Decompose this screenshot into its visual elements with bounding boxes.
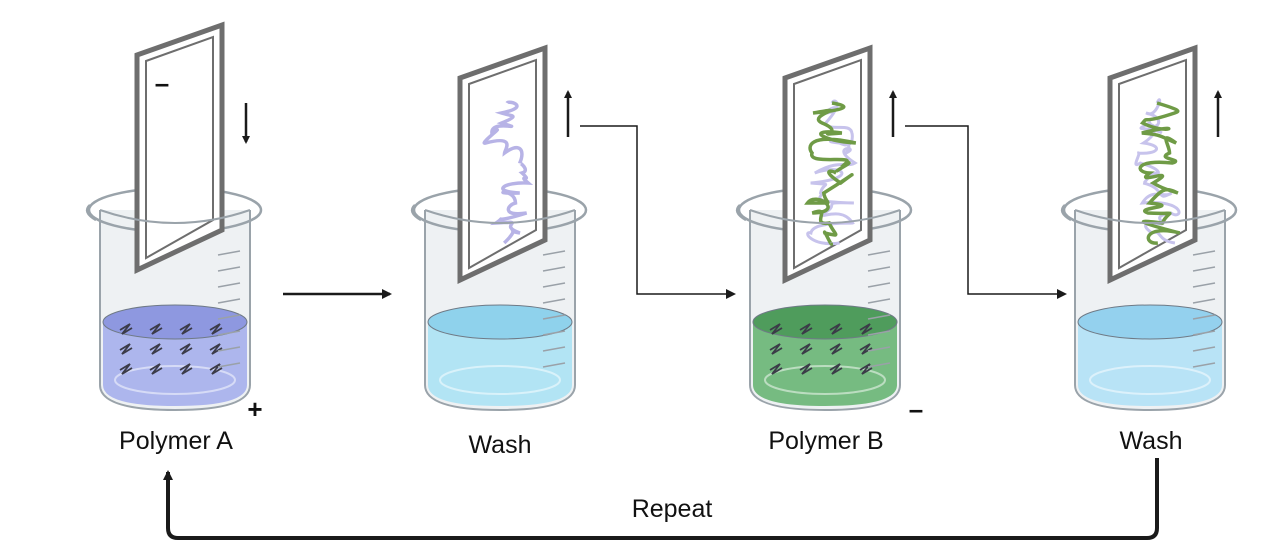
beaker-spout	[1060, 204, 1072, 222]
polymer-strand	[119, 343, 133, 355]
beaker-rim-front	[1074, 209, 1226, 224]
polymer-strand	[859, 343, 873, 355]
label-wash-2: Wash	[1120, 427, 1183, 455]
graduation-mark	[542, 266, 566, 272]
graduation-mark	[1192, 330, 1216, 336]
label-wash-1: Wash	[469, 431, 532, 459]
liquid-highlight	[764, 365, 886, 395]
polymer-strand	[859, 323, 873, 335]
graduation-mark	[542, 250, 566, 256]
beaker-polymer-a	[85, 21, 263, 412]
polymer-strand	[179, 363, 193, 375]
polymer-strand	[799, 323, 813, 335]
polymer-strand	[769, 363, 783, 375]
polymer-strand	[829, 343, 843, 355]
liquid-highlight	[114, 365, 236, 395]
coil-layer	[804, 101, 857, 246]
graduation-mark	[217, 282, 241, 288]
graduation-mark	[1192, 346, 1216, 352]
graduation-mark	[867, 362, 891, 368]
beaker-liquid	[1078, 322, 1222, 406]
polymer-strand	[149, 343, 163, 355]
graduation-mark	[217, 298, 241, 304]
graduation-mark	[867, 282, 891, 288]
polymer-strand	[829, 323, 843, 335]
graduation-mark	[1192, 282, 1216, 288]
polymer-strand	[149, 323, 163, 335]
polymer-strand	[209, 363, 223, 375]
graduation-mark	[217, 330, 241, 336]
liquid-highlight	[1089, 365, 1211, 395]
beaker-wash-1	[410, 44, 588, 412]
beaker-spout	[735, 204, 747, 222]
beaker-liquid	[103, 322, 247, 406]
graduation-mark	[867, 330, 891, 336]
beaker-rim-front	[424, 209, 576, 224]
beaker-rim-front	[749, 209, 901, 224]
graduation-mark	[217, 346, 241, 352]
graduation-mark	[1192, 298, 1216, 304]
liquid-highlight	[439, 365, 561, 395]
liquid-surface	[427, 304, 573, 340]
liquid-surface	[1077, 304, 1223, 340]
graduation-mark	[1192, 266, 1216, 272]
coil-layer	[482, 100, 534, 245]
sign-minus-slide: –	[155, 68, 169, 98]
beaker-rim-front	[99, 209, 251, 224]
polymer-strand	[799, 343, 813, 355]
graduation-mark	[542, 362, 566, 368]
liquid-surface	[752, 304, 898, 340]
polymer-strand	[179, 343, 193, 355]
graduation-mark	[542, 330, 566, 336]
graduation-mark	[1192, 314, 1216, 320]
polymer-strand	[179, 323, 193, 335]
graduation-mark	[867, 346, 891, 352]
repeat-loop-arrow	[163, 458, 1159, 540]
liquid-surface	[102, 304, 248, 340]
polymer-strand	[769, 343, 783, 355]
label-repeat: Repeat	[632, 495, 713, 523]
beaker-wash-2	[1060, 44, 1238, 412]
graduation-mark	[217, 266, 241, 272]
polymer-strand	[209, 343, 223, 355]
graduation-mark	[217, 314, 241, 320]
graduation-mark	[1192, 250, 1216, 256]
sign-minus-beaker-b: –	[909, 394, 923, 424]
graduation-mark	[542, 314, 566, 320]
beaker-spout	[410, 204, 422, 222]
coil-layer-a	[806, 99, 858, 246]
polymer-strand	[209, 323, 223, 335]
arrow-b-to-wash	[905, 125, 1067, 299]
beaker-liquid	[428, 322, 572, 406]
graduation-mark	[867, 298, 891, 304]
polymer-strand	[799, 363, 813, 375]
graduation-mark	[217, 250, 241, 256]
polymer-strand	[769, 323, 783, 335]
graduation-mark	[542, 298, 566, 304]
beaker-spout	[85, 204, 97, 222]
coil-layer	[1138, 101, 1181, 245]
arrow-wash-to-b	[580, 125, 736, 299]
polymer-strand	[859, 363, 873, 375]
polymer-strand	[829, 363, 843, 375]
polymer-strand	[119, 363, 133, 375]
beaker-liquid	[753, 322, 897, 406]
graduation-mark	[542, 282, 566, 288]
graduation-mark	[867, 266, 891, 272]
label-polymer-b: Polymer B	[768, 427, 883, 455]
polymer-strand	[119, 323, 133, 335]
slide-inner-frame	[468, 58, 537, 270]
graduation-mark	[1192, 362, 1216, 368]
label-polymer-a: Polymer A	[119, 427, 233, 455]
beaker-polymer-b	[735, 44, 913, 412]
polymer-strand	[149, 363, 163, 375]
graduation-mark	[867, 250, 891, 256]
graduation-mark	[542, 346, 566, 352]
graduation-mark	[867, 314, 891, 320]
graduation-mark	[217, 362, 241, 368]
sign-plus-beaker-a: +	[247, 394, 262, 424]
